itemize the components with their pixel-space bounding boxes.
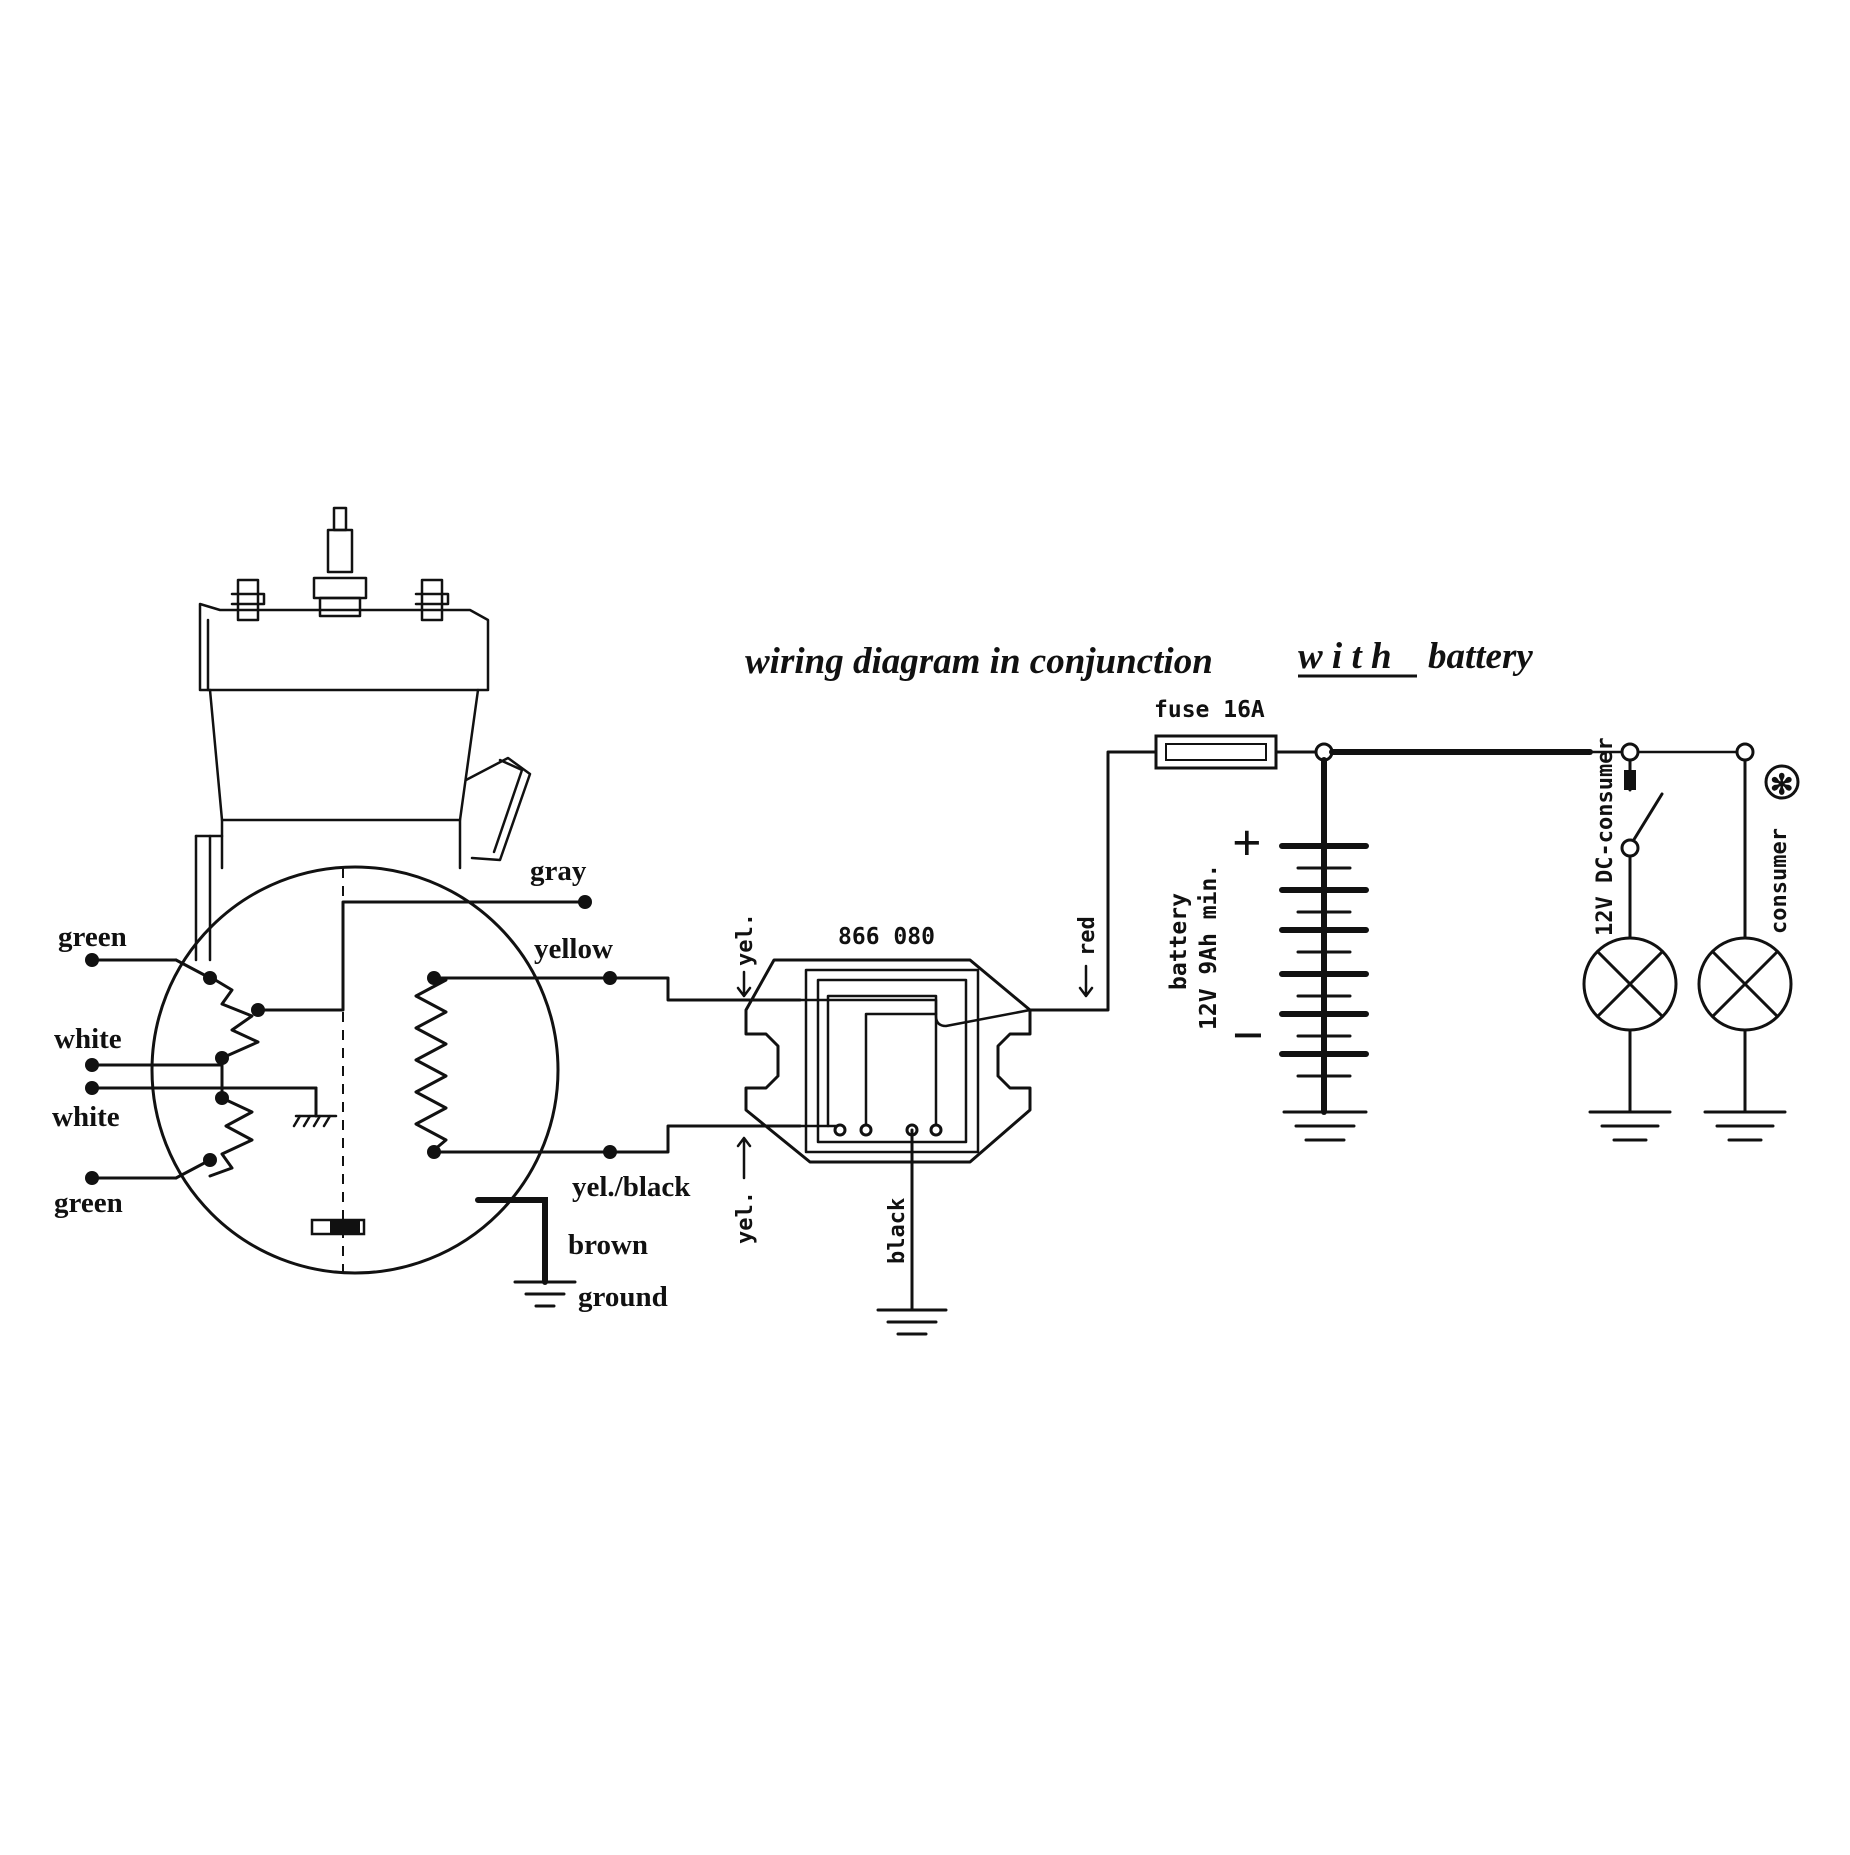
stator-assembly	[85, 865, 802, 1308]
stator-magnet-fill	[330, 1220, 360, 1234]
terminal-white-2[interactable]	[85, 1081, 99, 1095]
arrow-red	[1078, 964, 1094, 998]
label-gray: gray	[530, 855, 587, 887]
spark-plug-body	[326, 528, 354, 574]
ground-symbol-lamp-1	[1588, 1110, 1672, 1142]
terminal-green-top[interactable]	[85, 953, 99, 967]
regulator-inner-frame	[804, 968, 980, 1154]
terminal-white-1[interactable]	[85, 1058, 99, 1072]
label-yel-bottom: yel.	[733, 1191, 758, 1244]
label-battery: battery	[1166, 893, 1192, 990]
switch-top-contact	[1620, 742, 1640, 762]
regulator-pin-1[interactable]	[833, 1123, 847, 1137]
switch-bottom-contact	[1620, 838, 1640, 858]
arrow-yel-top	[736, 970, 752, 998]
head-stud-left-nut	[230, 592, 266, 606]
ground-symbol-brown	[513, 1280, 577, 1308]
junction-coil-upper	[203, 971, 217, 985]
regulator-ground	[876, 1128, 948, 1336]
asterisk-marker	[1764, 764, 1800, 800]
red-circuit	[1028, 734, 1747, 1012]
cylinder-barrel	[208, 688, 480, 822]
label-fuse: fuse 16A	[1154, 697, 1265, 723]
spark-plug-base	[318, 596, 362, 618]
label-brown: brown	[568, 1229, 648, 1261]
charging-coil	[414, 978, 448, 1152]
wire-brown	[475, 1197, 548, 1285]
wire-red	[1028, 750, 1158, 1012]
head-stud-right-nut	[414, 592, 450, 606]
regulator-housing	[744, 958, 1032, 1164]
ignition-coil-lower	[208, 1096, 254, 1178]
head-stud-left	[236, 578, 260, 622]
lamp-1-cross	[1596, 950, 1664, 1018]
ground-symbol-black	[876, 1308, 948, 1336]
label-green-top: green	[58, 921, 127, 953]
junction-consumer	[1735, 742, 1755, 762]
battery-cell-plates	[1296, 866, 1352, 1078]
title-emphasis: w i t h	[1298, 636, 1392, 677]
lamp-2-cross	[1711, 950, 1779, 1018]
cylinder-base	[220, 818, 462, 870]
spark-plug-nut	[312, 576, 368, 600]
wire-yel-black-to-regulator	[608, 1124, 802, 1154]
stator-housing	[150, 865, 560, 1275]
label-white-1: white	[54, 1023, 122, 1055]
wire-labels: green white white green gray yellow yel.…	[52, 697, 1792, 1313]
chassis-ground-symbol	[292, 1114, 338, 1128]
label-yellow: yellow	[534, 933, 613, 965]
ground-symbol-lamp-2	[1703, 1110, 1787, 1142]
exhaust-port	[464, 756, 532, 862]
title-text: wiring diagram in conjunction	[745, 641, 1213, 682]
battery: + −	[1232, 757, 1369, 1142]
exhaust-port-inner	[492, 758, 524, 854]
voltage-regulator: 866 080	[744, 924, 1032, 1164]
battery-minus-sign: −	[1232, 1005, 1264, 1067]
label-yel-black: yel./black	[572, 1171, 691, 1203]
ground-symbol-battery	[1282, 1110, 1368, 1142]
title-battery-word: battery	[1428, 636, 1533, 677]
cylinder-head	[198, 602, 490, 692]
head-stud-right	[420, 578, 444, 622]
regulator-trace-c	[798, 998, 1032, 1028]
fuse-16a[interactable]	[1154, 734, 1278, 770]
regulator-trace-a	[826, 994, 938, 1128]
regulator-pin-2[interactable]	[859, 1123, 873, 1137]
arrow-yel-bottom	[736, 1136, 752, 1180]
label-battery-spec: 12V 9Ah min.	[1196, 864, 1222, 1030]
label-yel-top: yel.	[733, 913, 758, 966]
label-white-2: white	[52, 1101, 120, 1133]
regulator-inner-frame-2	[816, 978, 968, 1144]
engine-drawing	[194, 506, 532, 962]
fuse-element	[1165, 743, 1267, 761]
battery-plus-sign: +	[1232, 815, 1262, 872]
consumers: ✻	[1582, 742, 1800, 1142]
label-ground: ground	[578, 1281, 668, 1313]
label-dc-consumer: 12V DC-consumer	[1593, 737, 1618, 936]
label-red: red	[1075, 916, 1100, 956]
spark-plug-tip	[332, 506, 348, 532]
terminal-gray[interactable]	[578, 895, 592, 909]
crankcase-rib	[194, 834, 212, 962]
ignition-coil-upper	[210, 976, 260, 1060]
junction-coil-lower	[203, 1153, 217, 1167]
wire-gray	[256, 900, 587, 1012]
label-black: black	[885, 1198, 910, 1264]
label-consumer: consumer	[1767, 828, 1792, 934]
switch-lever[interactable]	[1628, 792, 1664, 848]
terminal-green-bottom[interactable]	[85, 1171, 99, 1185]
regulator-trace-b	[864, 1012, 938, 1128]
switch-top-block	[1624, 770, 1636, 790]
regulator-part-number: 866 080	[838, 924, 935, 950]
diagram-title: wiring diagram in conjunction w i t h ba…	[745, 636, 1533, 682]
battery-cells	[1279, 843, 1369, 1057]
regulator-pin-4[interactable]	[929, 1123, 943, 1137]
wire-yellow-to-regulator	[608, 976, 802, 1002]
asterisk-symbol: ✻	[1770, 770, 1793, 801]
label-green-bottom: green	[54, 1187, 123, 1219]
